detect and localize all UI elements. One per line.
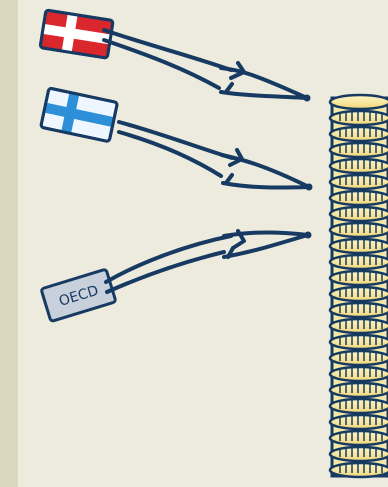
arrow-icon: [104, 30, 313, 292]
finland-flag-icon: [41, 88, 118, 142]
coin-stack-icon: [330, 95, 388, 477]
illustration-panel: OECD: [18, 0, 388, 487]
denmark-flag-icon: [40, 10, 113, 58]
funding-illustration: OECD: [18, 0, 388, 487]
oecd-tag-icon: OECD: [41, 269, 116, 321]
